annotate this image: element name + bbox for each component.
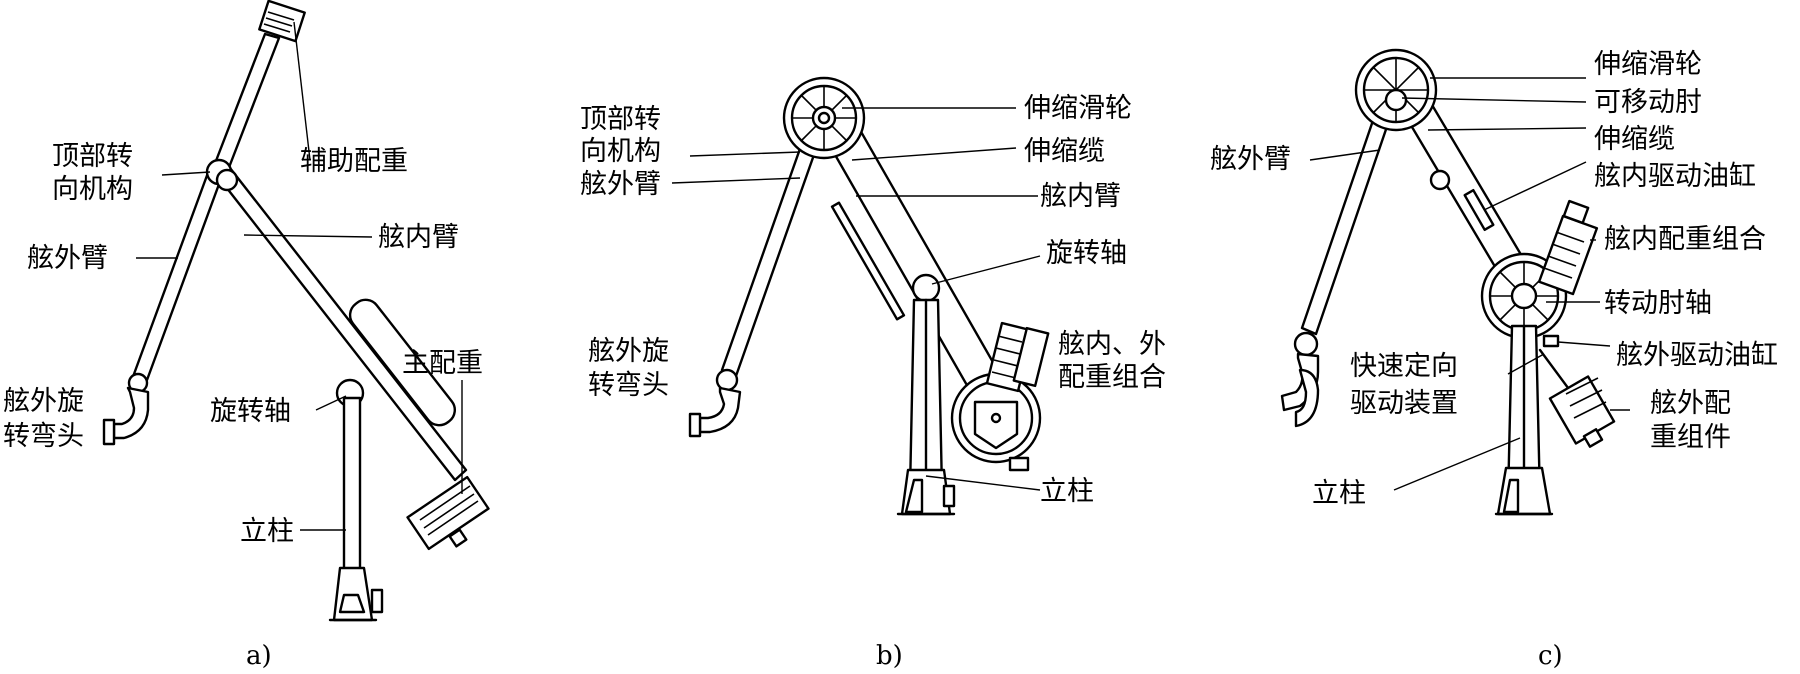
column-a [342, 396, 362, 572]
diagram-b: 顶部转 向机构 舷外臂 伸缩滑轮 伸缩缆 舷内臂 旋转轴 舷内、外 配重组合 舷… [580, 76, 1166, 671]
label-quick-drive-c-2: 驱动装置 [1350, 388, 1458, 419]
leader-outboard-arm-b [671, 177, 801, 184]
leader-elbow-c [1401, 97, 1587, 103]
leader-aux-cw-a [293, 21, 311, 161]
label-inboard-arm-a: 舷内臂 [378, 222, 459, 253]
leader-top-swivel-b [689, 151, 801, 157]
caption-c: c) [1538, 641, 1563, 671]
inboard-arm-upper-a [212, 32, 281, 172]
label-outboard-swivel-a-1: 舷外旋 [3, 386, 84, 417]
leader-quick-drive-c [1507, 353, 1545, 375]
column-base-b [896, 468, 956, 516]
label-movable-elbow-c: 可移动肘 [1594, 87, 1702, 118]
label-slewing-shaft-b: 旋转轴 [1046, 238, 1127, 269]
outboard-arm-b [720, 124, 824, 378]
slewing-joint-b [911, 273, 941, 303]
label-telescopic-sheave-c: 伸缩滑轮 [1594, 49, 1702, 80]
inboard-cylinder-c [1463, 188, 1495, 232]
main-counterweight-a [406, 475, 490, 551]
label-outboard-arm-c: 舷外臂 [1210, 144, 1291, 175]
label-slewing-shaft-a: 旋转轴 [210, 396, 291, 427]
label-top-swivel-b-2: 向机构 [580, 136, 661, 167]
label-column-c: 立柱 [1312, 478, 1366, 509]
label-outboard-arm-a: 舷外臂 [27, 243, 108, 274]
leader-inboard-cyl-c [1483, 161, 1587, 211]
outboard-cylinder-c [1542, 334, 1560, 348]
label-main-counterweight-a: 主配重 [402, 348, 483, 379]
leader-cable-c [1427, 127, 1587, 131]
outboard-arm-a [132, 168, 224, 382]
inboard-arm-cylinder-b [830, 201, 906, 321]
label-top-swivel-b-1: 顶部转 [580, 104, 661, 135]
label-inboard-cylinder-c: 舷内驱动油缸 [1594, 161, 1756, 192]
outboard-swivel-b [688, 368, 742, 438]
label-outboard-swivel-b-1: 舷外旋 [588, 336, 669, 367]
inboard-counterweight-c [1537, 199, 1599, 296]
outboard-arm-c [1300, 98, 1396, 336]
label-outboard-arm-b: 舷外臂 [580, 169, 661, 200]
label-outboard-swivel-b-2: 转弯头 [588, 370, 669, 401]
label-column-b: 立柱 [1040, 476, 1094, 507]
label-column-a: 立柱 [240, 516, 294, 547]
label-top-swivel-a-2: 向机构 [52, 174, 133, 205]
leader-slewing-shaft-b [931, 255, 1041, 285]
caption-b: b) [876, 641, 903, 671]
leader-inboard-arm-a [243, 234, 373, 238]
label-elbow-shaft-c: 转动肘轴 [1604, 288, 1712, 319]
label-counterweight-b-2: 配重组合 [1058, 362, 1166, 393]
leader-column-c [1393, 437, 1521, 491]
column-base-a [328, 566, 384, 622]
label-quick-drive-c-1: 快速定向 [1350, 351, 1458, 382]
counterweight-assembly-b [950, 321, 1050, 472]
leader-slewing-shaft-a [315, 395, 347, 411]
label-outboard-cylinder-c: 舷外驱动油缸 [1616, 340, 1778, 371]
inboard-arm-cylinder-a [348, 298, 456, 427]
label-telescopic-cable-b: 伸缩缆 [1024, 136, 1105, 167]
label-inboard-arm-b: 舷内臂 [1040, 181, 1121, 212]
inboard-arm-pin-c [1429, 169, 1451, 191]
inboard-arm-a [217, 166, 468, 482]
leader-cable-b [851, 147, 1017, 161]
leader-column-b [925, 475, 1041, 491]
label-aux-counterweight-a: 辅助配重 [300, 146, 408, 177]
label-counterweight-b-1: 舷内、外 [1058, 329, 1166, 360]
label-telescopic-cable-c: 伸缩缆 [1594, 124, 1675, 155]
label-inboard-counterweight-c: 舷内配重组合 [1604, 224, 1766, 255]
label-top-swivel-a-1: 顶部转 [52, 141, 133, 172]
telescopic-sheave-b [782, 76, 866, 160]
label-outboard-cw-c-2: 重组件 [1650, 422, 1731, 453]
diagram-c: 伸缩滑轮 可移动肘 伸缩缆 舷外臂 舷内驱动油缸 舷内配重组合 转动肘轴 舷外驱… [1210, 48, 1778, 671]
label-telescopic-sheave-b: 伸缩滑轮 [1024, 93, 1132, 124]
leader-outboard-arm-c [1309, 149, 1381, 161]
leader-top-swivel-a [161, 171, 211, 176]
diagram-a: 顶部转 向机构 辅助配重 舷内臂 舷外臂 主配重 舷外旋 转弯头 旋转轴 立柱 … [3, 0, 490, 671]
outboard-swivel-a [102, 372, 150, 446]
label-outboard-swivel-a-2: 转弯头 [3, 421, 84, 452]
label-outboard-cw-c-1: 舷外配 [1650, 388, 1731, 419]
outboard-swivel-c [1280, 331, 1320, 428]
telescopic-sheave-c [1354, 48, 1438, 132]
caption-a: a) [246, 641, 272, 671]
outboard-counterweight-c [1538, 348, 1616, 448]
column-base-c [1494, 466, 1554, 516]
aux-counterweight-a [258, 0, 306, 43]
leader-outboard-cyl-c [1557, 341, 1611, 347]
